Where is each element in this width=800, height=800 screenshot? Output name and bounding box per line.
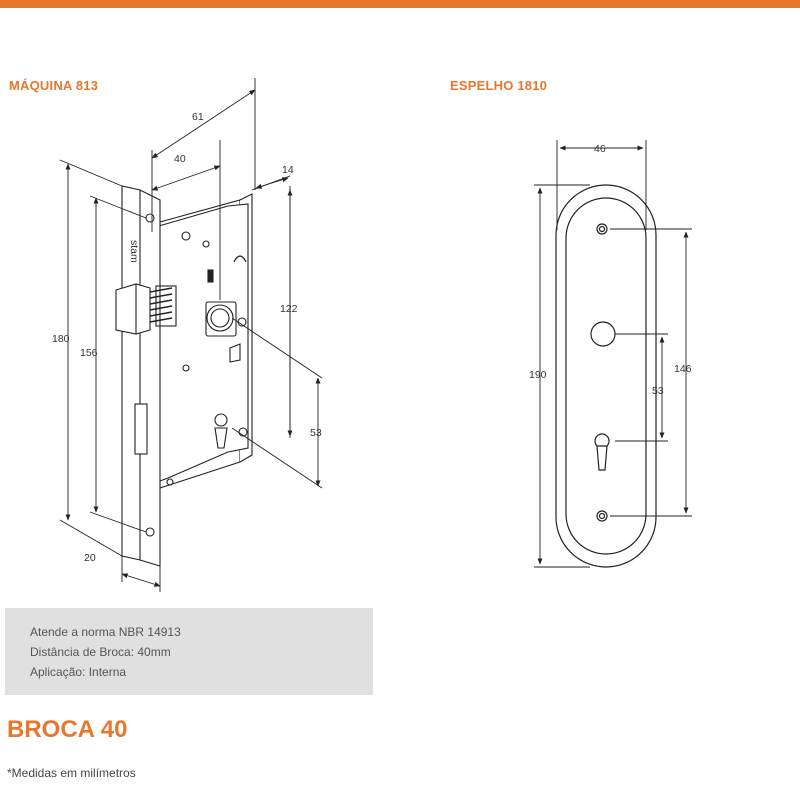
dim-faceplate-width: 20: [84, 552, 96, 564]
dim-case-height: 122: [280, 303, 298, 315]
dim-screw-spacing: 156: [80, 347, 98, 359]
dim-faceplate-offset: 14: [282, 164, 294, 176]
technical-drawing: stam: [52, 78, 692, 592]
dim-escutcheon-screw-spacing: 146: [674, 363, 692, 375]
dim-backset: 40: [174, 153, 186, 165]
deadbolt-slot: [134, 403, 148, 455]
dim-key-to-handle: 53: [310, 427, 322, 439]
footnote: *Medidas em milímetros: [7, 766, 136, 780]
dim-escutcheon-key-to-handle: 53: [652, 385, 664, 397]
key-cylinder-top: [214, 413, 228, 427]
dim-overall-width: 61: [192, 111, 204, 123]
escutcheon-inner: [565, 197, 647, 555]
spec-distancia: Distância de Broca: 40mm: [30, 645, 171, 659]
headline: BROCA 40: [7, 716, 128, 743]
dim-escutcheon-width: 46: [594, 143, 606, 155]
latch-spring: [149, 287, 173, 323]
espelho-dimensions: [534, 140, 692, 568]
mortise-lock-drawing: stam: [115, 185, 253, 567]
faceplate: [121, 185, 161, 567]
spec-box: Atende a norma NBR 14913 Distância de Br…: [5, 608, 373, 695]
dim-height: 180: [52, 333, 70, 345]
escutcheon-drawing: [555, 184, 657, 568]
escutcheon-keyhole: [596, 445, 608, 471]
escutcheon-handle-hole: [590, 321, 616, 347]
maquina-title: MÁQUINA 813: [9, 78, 99, 93]
dim-escutcheon-height: 190: [529, 369, 547, 381]
case-hole-top: [181, 231, 191, 241]
stamp-brand: stam: [128, 240, 140, 263]
spec-aplicacao: Aplicação: Interna: [30, 665, 127, 679]
keyhole: [214, 427, 228, 449]
spec-norma: Atende a norma NBR 14913: [30, 625, 181, 639]
lock-case-body: [151, 203, 249, 485]
top-accent-bar: [0, 0, 800, 8]
espelho-title: ESPELHO 1810: [450, 78, 548, 93]
latch-bolt: [115, 283, 151, 335]
maquina-dimensions: [59, 78, 323, 592]
